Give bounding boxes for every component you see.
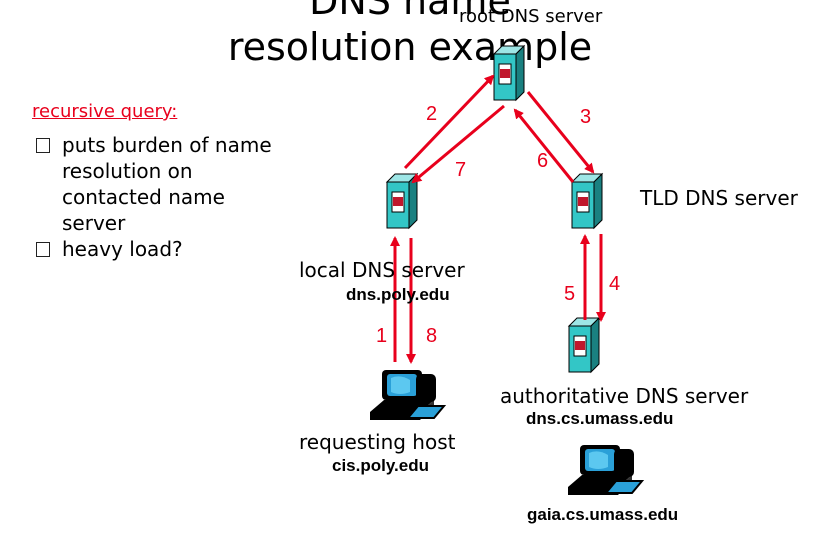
requesting-host-name: cis.poly.edu [332,456,429,475]
authoritative-server-label: authoritative DNS server [500,384,749,408]
local-server-icon [386,173,418,229]
checkbox-bullet-icon [36,242,50,257]
arrow-step-2 [403,74,495,170]
arrow-step-3 [526,91,595,174]
local-server-label: local DNS server [299,258,465,282]
local-server-hostname: dns.poly.edu [346,285,450,304]
step-number: 6 [537,150,549,172]
requesting-host-label: requesting host [299,430,456,454]
title-line-2: resolution example [227,25,593,69]
root-server-icon [493,45,525,101]
gaia-host-name: gaia.cs.umass.edu [527,505,679,524]
tld-server-icon [571,173,603,229]
title-line-1: DNS name [309,0,511,23]
arrow-step-6 [513,108,575,183]
tld-server-label: TLD DNS server [640,186,798,210]
recursive-heading: recursive query: [32,101,178,122]
requesting-host-computer-icon [369,369,445,421]
root-server-label: root DNS server [459,6,603,27]
bullet-text: puts burden of name resolution on contac… [62,133,272,235]
checkbox-bullet-icon [36,138,50,153]
bullet-text: heavy load? [62,237,183,261]
bullet-item: heavy load? [32,236,292,262]
authoritative-server-icon [568,317,600,373]
step-number: 1 [376,325,388,347]
step-number: 2 [426,103,438,125]
step-number: 8 [426,325,438,347]
bullet-item: puts burden of name resolution on contac… [32,132,286,236]
gaia-host-computer-icon [567,444,643,496]
authoritative-server-hostname: dns.cs.umass.edu [526,409,674,428]
step-number: 5 [564,283,576,305]
arrow-step-7 [411,104,505,184]
step-number: 4 [609,273,621,295]
bullet-list: puts burden of name resolution on contac… [32,132,292,262]
step-number: 7 [455,159,467,181]
step-number: 3 [580,106,592,128]
